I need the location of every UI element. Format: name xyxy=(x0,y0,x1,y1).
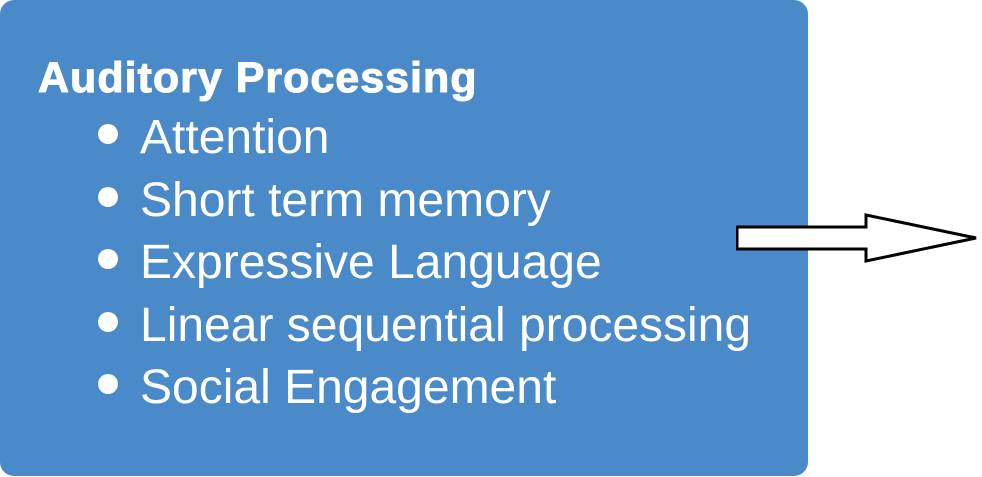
panel-title: Auditory Processing xyxy=(38,54,478,103)
bullet-dot-icon xyxy=(98,374,118,395)
auditory-processing-panel: Auditory Processing Attention Short term… xyxy=(0,0,808,476)
list-item-text: Social Engagement xyxy=(140,361,557,415)
bullet-dot-icon xyxy=(98,249,118,270)
bullet-dot-icon xyxy=(98,124,118,145)
bullet-dot-icon xyxy=(98,186,118,207)
list-item: Short term memory xyxy=(98,170,808,233)
list-item-text: Attention xyxy=(140,111,330,165)
list-item: Expressive Language xyxy=(98,232,808,295)
list-item-text: Linear sequential processing xyxy=(140,298,752,352)
list-item: Attention xyxy=(98,107,808,170)
arrow-shape xyxy=(736,213,977,263)
list-item-text: Short term memory xyxy=(140,173,551,227)
right-arrow-icon xyxy=(736,213,977,263)
bullet-dot-icon xyxy=(98,311,118,332)
bullet-list: Attention Short term memory Expressive L… xyxy=(38,107,808,420)
list-item-text: Expressive Language xyxy=(140,236,602,290)
list-item: Linear sequential processing xyxy=(98,295,808,358)
list-item: Social Engagement xyxy=(98,357,808,420)
